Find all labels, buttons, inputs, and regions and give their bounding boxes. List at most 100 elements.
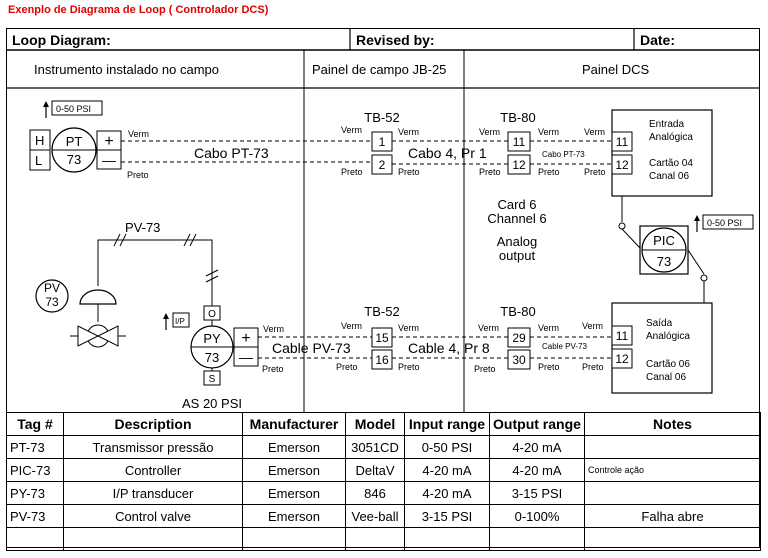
cell-description: Control valve [63, 504, 243, 528]
col-input-range: Input range [404, 412, 490, 436]
cable-top-pair: Cabo 4, Pr 1 [408, 145, 487, 161]
input-terminal-11: 11 [616, 135, 629, 149]
output-card-line3: Cartão 06 [646, 359, 690, 370]
tb52-preto-in: Preto [341, 167, 363, 177]
input-card-line2: Analógica [649, 132, 693, 143]
terminal-80-11: 11 [513, 135, 526, 149]
py-preto: Preto [262, 364, 284, 374]
cell-model [345, 527, 405, 551]
cell-model: 3051CD [345, 435, 405, 459]
cell-tag: PT-73 [6, 435, 64, 459]
cell-model: Vee-ball [345, 504, 405, 528]
pt-l-port: L [35, 153, 42, 168]
cell-description: Controller [63, 458, 243, 482]
cell-input [404, 527, 490, 551]
py-plus: + [241, 330, 250, 347]
cell-manufacturer: Emerson [242, 458, 346, 482]
pv-signal-label: PV-73 [125, 220, 160, 235]
terminal-1: 1 [379, 135, 386, 149]
tb52b-preto-out: Preto [398, 362, 420, 372]
tb80b-preto-out: Preto [538, 362, 560, 372]
col-description: Description [63, 412, 243, 436]
pt-tag-letters: PT [66, 134, 83, 149]
tb52-preto-out: Preto [398, 167, 420, 177]
cell-description [63, 527, 243, 551]
card6-line3: Analog [497, 234, 537, 249]
terminal-80-12: 12 [512, 158, 526, 172]
cell-model: 846 [345, 481, 405, 505]
tb52-verm-out: Verm [398, 127, 419, 137]
page-title: Exenplo de Diagrama de Loop ( Controlado… [8, 4, 269, 16]
card6-line2: Channel 6 [487, 211, 546, 226]
pic-range: 0-50 PSI [707, 218, 742, 228]
tb80-preto-in: Preto [479, 167, 501, 177]
cell-notes: Falha abre [584, 504, 761, 528]
cell-output: 4-20 mA [489, 435, 585, 459]
cell-notes: Controle ação [584, 458, 761, 482]
cell-description: Transmissor pressão [63, 435, 243, 459]
loop-diagram-label: Loop Diagram: [12, 32, 111, 48]
table-row: PIC-73 Controller Emerson DeltaV 4-20 mA… [6, 458, 761, 482]
dcs-in-verm: Verm [584, 127, 605, 137]
tb80b-preto-in: Preto [474, 364, 496, 374]
input-card-line1: Entrada [649, 119, 684, 130]
tb80b-verm-out: Verm [538, 323, 559, 333]
output-terminal-12: 12 [615, 352, 629, 366]
cell-notes [584, 527, 761, 551]
cell-tag [6, 527, 64, 551]
output-card-line4: Canal 06 [646, 372, 686, 383]
output-card-line1: Saída [646, 318, 673, 329]
input-card-line4: Canal 06 [649, 171, 689, 182]
terminal-15: 15 [375, 331, 389, 345]
dcs-cable-pv: Cable PV-73 [542, 342, 587, 351]
pt-range: 0-50 PSI [56, 104, 91, 114]
tb80-verm-out: Verm [538, 127, 559, 137]
cell-notes [584, 435, 761, 459]
pt-verm: Verm [128, 129, 149, 139]
valve-actuator [79, 289, 117, 305]
revised-by-label: Revised by: [356, 32, 435, 48]
pic-tag-number: 73 [657, 254, 671, 269]
table-row: PV-73 Control valve Emerson Vee-ball 3-1… [6, 504, 761, 528]
cell-notes [584, 481, 761, 505]
terminal-30: 30 [512, 353, 526, 367]
cell-manufacturer [242, 527, 346, 551]
py-output-port: O [208, 309, 216, 320]
col-output-range: Output range [489, 412, 585, 436]
instrument-table: Tag # Description Manufacturer Model Inp… [6, 412, 761, 551]
cell-manufacturer: Emerson [242, 481, 346, 505]
cell-output: 4-20 mA [489, 458, 585, 482]
junction-section-label: Painel de campo JB-25 [312, 62, 446, 77]
pt-tag-number: 73 [67, 152, 81, 167]
terminal-16: 16 [375, 353, 389, 367]
air-supply-label: AS 20 PSI [182, 396, 242, 411]
cell-output: 0-100% [489, 504, 585, 528]
tb52b-verm-out: Verm [398, 323, 419, 333]
cable-top-label: Cabo PT-73 [194, 145, 269, 161]
tb80-preto-out: Preto [538, 167, 560, 177]
pv-tag-number: 73 [45, 295, 59, 309]
py-tag-number: 73 [205, 350, 219, 365]
analog-output-card [611, 302, 713, 394]
py-verm: Verm [263, 324, 284, 334]
terminal-2: 2 [379, 158, 386, 172]
tb80-verm-in: Verm [479, 127, 500, 137]
tb80b-verm-in: Verm [478, 323, 499, 333]
cell-model: DeltaV [345, 458, 405, 482]
cell-output [489, 527, 585, 551]
pv-bubble [35, 279, 69, 313]
py-tag-letters: PY [203, 331, 221, 346]
tb52b-verm-in: Verm [341, 321, 362, 331]
pt-minus: — [102, 152, 116, 168]
table-header-row: Tag # Description Manufacturer Model Inp… [6, 412, 761, 436]
tb52-bottom-label: TB-52 [364, 304, 399, 319]
card6-line1: Card 6 [497, 197, 536, 212]
tb80-top-label: TB-80 [500, 110, 535, 125]
table-row [6, 527, 761, 551]
col-manufacturer: Manufacturer [242, 412, 346, 436]
col-notes: Notes [584, 412, 761, 436]
analog-input-card [611, 109, 713, 197]
tb52b-preto-in: Preto [336, 362, 358, 372]
cell-input: 3-15 PSI [404, 504, 490, 528]
table-row: PT-73 Transmissor pressão Emerson 3051CD… [6, 435, 761, 459]
